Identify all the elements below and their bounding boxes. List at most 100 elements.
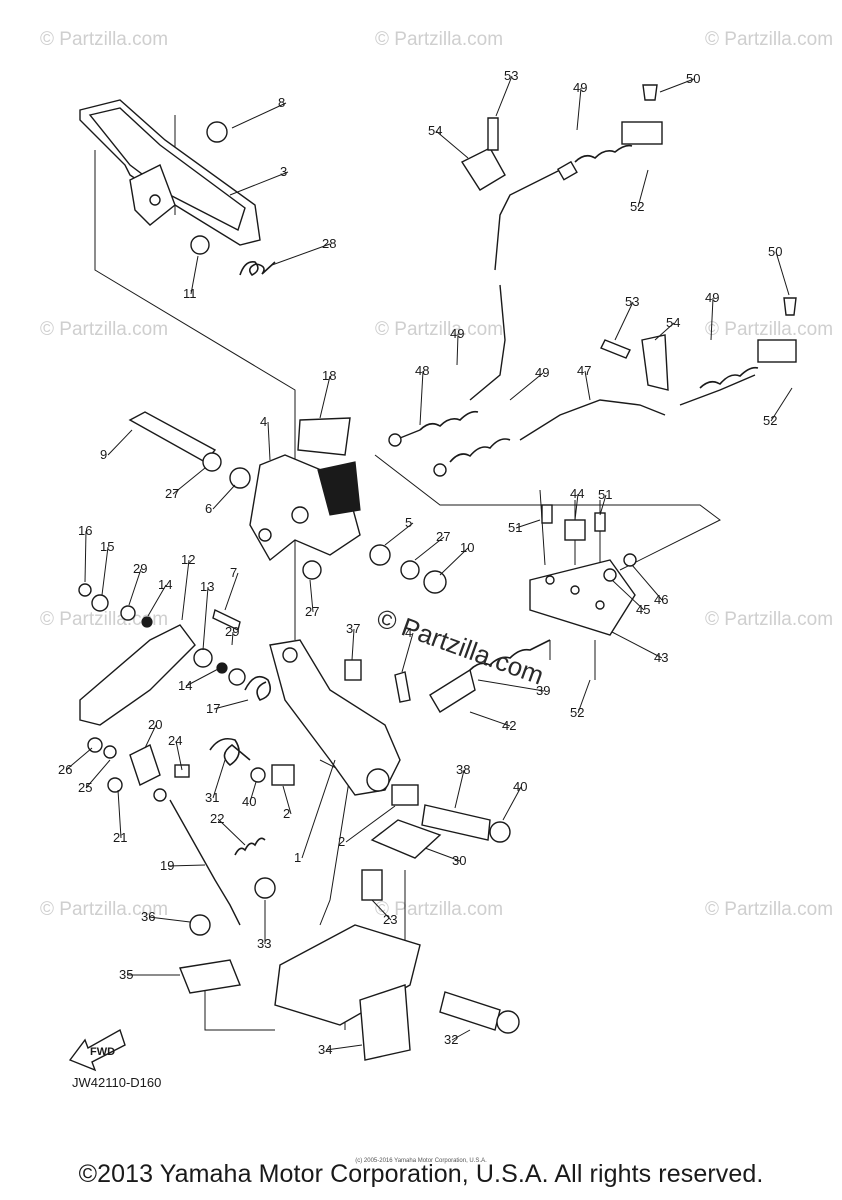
callout-29b: 29 xyxy=(225,624,239,639)
bolt-53b xyxy=(600,339,631,359)
callout-14b: 14 xyxy=(178,678,192,693)
leader-line-22 xyxy=(217,818,246,846)
callout-49b: 49 xyxy=(705,290,719,305)
leader-line-13 xyxy=(202,586,209,651)
base-bracket-34 xyxy=(254,869,520,1061)
callout-37: 37 xyxy=(346,621,360,636)
leader-line-29b xyxy=(231,631,234,646)
diagram-code: JW42110-D160 xyxy=(72,1075,162,1090)
callout-4a: 4 xyxy=(260,414,267,429)
watermark: © Partzilla.com xyxy=(40,29,168,50)
leader-line-27a xyxy=(172,467,206,495)
nut-8 xyxy=(206,121,228,143)
collar-5 xyxy=(369,544,391,566)
callout-40a: 40 xyxy=(242,794,256,809)
callout-49d: 49 xyxy=(535,365,549,380)
leader-line-39 xyxy=(477,679,545,692)
leader-line-54a xyxy=(435,130,469,159)
brake-pedal-pad xyxy=(79,99,261,246)
parking-lever-12 xyxy=(78,583,246,726)
callout-53b: 53 xyxy=(625,294,639,309)
callout-31: 31 xyxy=(205,790,219,805)
callout-4b: 4 xyxy=(405,625,412,640)
callout-50a: 50 xyxy=(686,71,700,86)
callout-22: 22 xyxy=(210,811,224,826)
leader-line-36 xyxy=(148,916,191,923)
bushing-2b xyxy=(391,784,419,806)
watermark: © Partzilla.com xyxy=(375,319,503,340)
callout-23: 23 xyxy=(383,912,397,927)
leader-line-31 xyxy=(212,759,226,799)
callout-21: 21 xyxy=(113,830,127,845)
leader-line-43 xyxy=(611,631,663,659)
leader-line-3 xyxy=(229,171,289,196)
leader-line-30 xyxy=(424,847,461,862)
leader-line-49c xyxy=(456,333,459,366)
callout-36: 36 xyxy=(141,909,155,924)
leader-line-38 xyxy=(454,769,465,809)
callout-24: 24 xyxy=(168,733,182,748)
watermark: © Partzilla.com xyxy=(40,899,168,920)
callout-6: 6 xyxy=(205,501,212,516)
leader-line-32 xyxy=(451,1029,471,1041)
callout-51a: 51 xyxy=(508,520,522,535)
leader-line-51b xyxy=(599,494,607,516)
callout-13: 13 xyxy=(200,579,214,594)
callout-43: 43 xyxy=(654,650,668,665)
leader-line-29a xyxy=(128,568,142,606)
bracket-54 xyxy=(460,147,506,191)
watermark: © Partzilla.com xyxy=(375,29,503,50)
leader-line-23 xyxy=(371,899,392,921)
callout-2a: 2 xyxy=(283,806,290,821)
leader-line-18 xyxy=(319,375,331,419)
callout-3: 3 xyxy=(280,164,287,179)
leader-line-49a xyxy=(576,87,582,131)
leader-line-26 xyxy=(65,747,93,771)
plate-35 xyxy=(179,959,241,994)
bolt-53 xyxy=(487,117,499,151)
leader-line-53a xyxy=(495,75,513,117)
pedal-bracket-4 xyxy=(249,417,361,562)
callout-40b: 40 xyxy=(513,779,527,794)
leader-lines xyxy=(65,75,793,1051)
callout-20: 20 xyxy=(148,717,162,732)
leader-line-17 xyxy=(213,699,249,710)
watermark: © Partzilla.com xyxy=(705,319,833,340)
rod-spring xyxy=(469,639,551,671)
leader-line-52b xyxy=(770,387,793,422)
callout-16: 16 xyxy=(78,523,92,538)
rod-19 xyxy=(169,799,241,926)
callout-15: 15 xyxy=(100,539,114,554)
callout-53a: 53 xyxy=(504,68,518,83)
callout-9: 9 xyxy=(100,447,107,462)
callout-27b: 27 xyxy=(436,529,450,544)
callout-1: 1 xyxy=(294,850,301,865)
cable-48 xyxy=(388,121,663,447)
callout-28: 28 xyxy=(322,236,336,251)
leader-line-27c xyxy=(309,579,314,613)
leader-line-27b xyxy=(414,536,445,561)
watermark: © Partzilla.com xyxy=(705,609,833,630)
callout-39: 39 xyxy=(536,683,550,698)
callout-27c: 27 xyxy=(305,604,319,619)
washer-40 xyxy=(250,767,266,783)
washer-27 xyxy=(400,560,420,580)
spring-28 xyxy=(239,260,276,276)
leader-line-24 xyxy=(175,740,183,771)
callout-2b: 2 xyxy=(338,834,345,849)
pivot-bolt-9 xyxy=(128,411,251,489)
leader-line-45 xyxy=(611,579,645,611)
leader-line-47 xyxy=(584,370,591,401)
leader-line-2a xyxy=(282,785,292,815)
leader-line-4b xyxy=(401,632,414,673)
leader-line-6 xyxy=(212,484,236,510)
copyright-notice: ©2013 Yamaha Motor Corporation, U.S.A. A… xyxy=(78,1160,764,1188)
callout-26: 26 xyxy=(58,762,72,777)
leader-line-21 xyxy=(117,789,122,839)
leader-line-7 xyxy=(224,572,239,611)
clevis-41 xyxy=(394,671,411,703)
callout-42: 42 xyxy=(502,718,516,733)
leader-line-4a xyxy=(267,421,271,461)
